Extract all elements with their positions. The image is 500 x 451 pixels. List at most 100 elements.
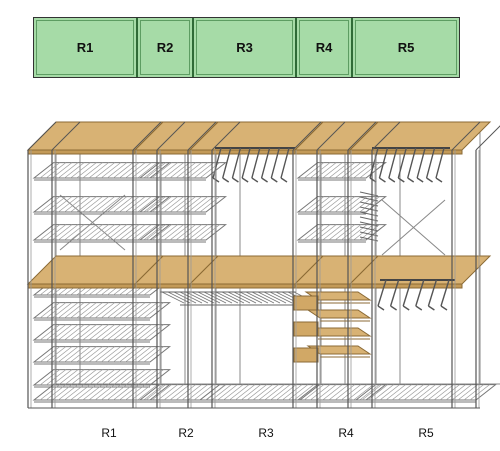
shoe-rack-slat	[215, 291, 239, 304]
plan-module-r3[interactable]: R3	[193, 17, 296, 78]
wire-rod	[100, 346, 121, 363]
wire-rod	[88, 346, 109, 363]
wire-rod	[316, 196, 337, 213]
cross-brace	[381, 199, 446, 256]
wire-rod	[151, 162, 172, 179]
wire-rod	[169, 224, 190, 241]
wire-rod	[107, 384, 128, 401]
hanger	[222, 147, 232, 179]
plan-module-r5[interactable]: R5	[352, 17, 460, 78]
wire-rod	[82, 369, 103, 386]
wire-rod	[70, 324, 91, 341]
hanger	[407, 147, 417, 179]
wire-rod	[107, 224, 128, 241]
shoe-rack-slat	[185, 291, 209, 304]
wire-rod	[145, 224, 166, 241]
wire-rod	[76, 196, 97, 213]
wire-shelf-r4	[296, 224, 388, 241]
top-shelf-r4-edge	[294, 149, 351, 155]
wire-rod	[131, 369, 152, 386]
tray-r4	[304, 291, 372, 301]
wire-rod	[76, 302, 97, 319]
hanger	[427, 279, 438, 307]
post-depth-rail	[316, 121, 346, 151]
wire-rod	[82, 224, 103, 241]
hanger	[251, 147, 261, 179]
hanger	[425, 147, 436, 179]
shoe-rack-slat	[239, 291, 263, 304]
wire-rod	[52, 302, 73, 319]
wire-rod	[125, 324, 146, 341]
wire-rod	[107, 369, 128, 386]
wire-rod	[199, 196, 220, 213]
plan-module-r4[interactable]: R4	[296, 17, 352, 78]
wire-rod	[137, 196, 158, 213]
hanger-hook	[251, 177, 259, 183]
hanger-hook	[261, 177, 268, 183]
wire-rod	[163, 384, 184, 401]
hanger	[435, 147, 445, 179]
wire-rod	[151, 196, 172, 213]
wire-rod	[64, 346, 85, 363]
wire-rod	[157, 196, 178, 213]
wire-rod	[107, 324, 128, 341]
post-depth-rail	[132, 121, 162, 151]
wire-rod	[131, 224, 152, 241]
wire-rod	[52, 369, 73, 386]
wire-rod	[322, 384, 343, 401]
wire-rod	[328, 224, 349, 241]
plan-view: R1 R2 R3 R4 R5	[0, 0, 500, 90]
hanger	[280, 147, 290, 179]
plan-module-r1[interactable]: R1	[33, 17, 137, 78]
hanging-rails-layer	[212, 147, 455, 311]
hanger-hook	[426, 177, 433, 183]
wire-rod	[39, 369, 60, 386]
wire-rod	[137, 302, 158, 319]
top-shelf-r2-edge	[134, 149, 191, 155]
wire-rod	[94, 162, 115, 179]
wire-rod	[367, 384, 388, 401]
wire-rod	[328, 162, 349, 179]
hanger-hook	[407, 177, 415, 183]
wire-rod	[52, 384, 73, 401]
wire-rod	[145, 196, 166, 213]
wire-rod	[113, 302, 134, 319]
wire-rod	[39, 196, 60, 213]
wire-rod	[246, 384, 267, 401]
wire-rod	[70, 369, 91, 386]
hanger	[440, 279, 450, 307]
hanger	[270, 147, 280, 179]
shoe-rack-slat	[191, 291, 215, 304]
post-depth-rail	[475, 125, 500, 151]
wire-shelf-r2	[138, 224, 228, 241]
plan-module-r2[interactable]: R2	[137, 17, 193, 78]
wire-rod	[163, 162, 184, 179]
basket-r4	[293, 295, 319, 311]
hanger-hook	[280, 177, 288, 183]
wire-rod	[45, 196, 67, 213]
wire-shelf-r4	[296, 196, 388, 213]
wire-rod	[151, 224, 172, 241]
wire-rod	[58, 224, 79, 241]
wire-rod	[334, 384, 355, 401]
wire-rod	[45, 302, 67, 319]
wire-rod	[88, 324, 109, 341]
wire-rod	[457, 384, 478, 401]
wire-rod	[100, 369, 121, 386]
wire-rod	[100, 224, 121, 241]
wire-rod	[107, 196, 128, 213]
wire-rod	[397, 384, 418, 401]
wire-rod	[64, 224, 85, 241]
wire-rod	[303, 162, 324, 179]
wire-rod	[229, 384, 250, 401]
wire-rod	[58, 162, 79, 179]
wire-rod	[88, 302, 109, 319]
wire-rod	[205, 384, 226, 401]
wire-rod	[70, 384, 91, 401]
wire-rod	[64, 324, 85, 341]
cross-brace	[59, 194, 126, 251]
wire-rod	[181, 162, 202, 179]
wire-rod	[39, 302, 60, 319]
wire-shelf-r4	[296, 162, 388, 179]
wire-rod	[113, 384, 134, 401]
